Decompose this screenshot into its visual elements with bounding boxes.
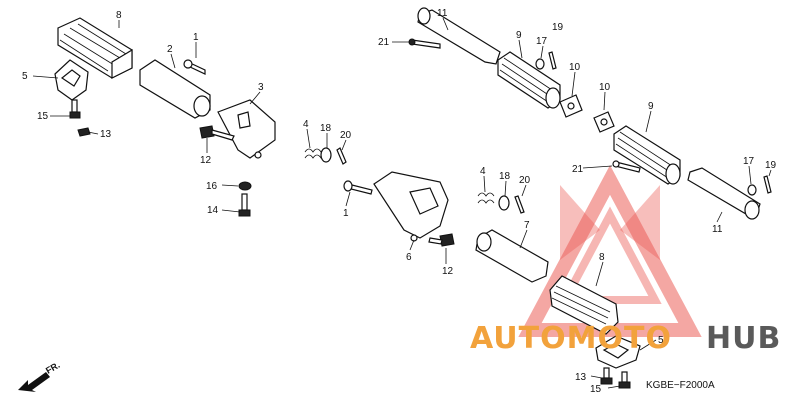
part-label-17-right: 17 (743, 156, 755, 167)
part-label-13-bottom: 13 (575, 372, 587, 383)
bolt-13-left (77, 127, 91, 137)
part-label-12-mid: 12 (442, 266, 454, 277)
clamp-5-left (54, 59, 89, 101)
cotter-pin-20-mid (514, 195, 525, 214)
part-label-12-left: 12 (200, 155, 212, 166)
part-label-15-left: 15 (37, 111, 49, 122)
bolt-15-left (69, 99, 81, 119)
clamp-5-bottom (595, 335, 641, 369)
part-label-21-top: 21 (378, 37, 390, 48)
part-label-18-left: 18 (320, 123, 332, 134)
spring-4-mid (477, 192, 495, 204)
footpeg-rubber-8-bottom (549, 275, 619, 335)
pin-1-top (183, 59, 206, 75)
bolt-13-bottom (600, 367, 613, 385)
front-direction-arrow-icon (18, 372, 50, 392)
footpeg-rubber-left (57, 17, 133, 79)
part-label-15-bottom: 15 (590, 384, 602, 395)
part-label-11-right: 11 (712, 224, 723, 235)
shaft-11-top (417, 7, 501, 65)
part-label-2: 2 (167, 44, 173, 55)
peg-shaft-7 (475, 229, 549, 283)
part-label-7: 7 (524, 220, 530, 231)
part-label-21-right: 21 (572, 164, 584, 175)
part-label-5-bottom: 5 (658, 335, 664, 346)
part-label-11-top: 11 (437, 8, 448, 19)
part-label-20-mid: 20 (519, 175, 531, 186)
plate-10-b (593, 111, 615, 133)
part-label-9-top: 9 (516, 30, 522, 41)
peg-shaft-2 (139, 59, 211, 119)
bolt-12-mid (428, 233, 455, 247)
part-label-19-right: 19 (765, 160, 777, 171)
part-label-19-top: 19 (552, 22, 564, 33)
part-label-17-top: 17 (536, 36, 548, 47)
cotter-pin-20-left (336, 147, 347, 165)
cotter-pin-19-right (763, 175, 772, 194)
part-label-20-left: 20 (340, 130, 352, 141)
front-direction-label: FR. (44, 360, 62, 376)
part-label-10-a: 10 (569, 62, 581, 73)
shaft-11-right (687, 167, 761, 220)
diagram-code: KGBE−F2000A (646, 380, 715, 391)
part-label-18-mid: 18 (499, 171, 511, 182)
washer-17-top (535, 58, 545, 70)
bracket-6 (373, 171, 449, 242)
washer-18-mid (498, 195, 510, 211)
part-label-8-top: 8 (116, 10, 122, 21)
part-label-14: 14 (207, 205, 219, 216)
footpeg-rubber-9-top (497, 51, 561, 109)
bracket-3 (217, 99, 276, 159)
leader-lines (32, 17, 772, 389)
pin-21-top (408, 38, 441, 49)
plate-10-a (559, 94, 583, 118)
cotter-pin-19-top (548, 51, 557, 70)
part-label-3: 3 (258, 82, 264, 93)
part-label-6: 6 (406, 252, 412, 263)
pin-1-mid (343, 180, 373, 195)
bolt-15-bottom (618, 371, 631, 389)
footpeg-rubber-9-right (613, 125, 681, 185)
part-label-8-bottom: 8 (599, 252, 605, 263)
part-label-4-left: 4 (303, 119, 309, 130)
part-label-5-left: 5 (22, 71, 28, 82)
nut-16 (238, 181, 252, 191)
pin-21-right (612, 160, 641, 173)
washer-17-right (747, 184, 757, 196)
part-label-1-mid: 1 (343, 208, 349, 219)
washer-18-left (320, 147, 332, 163)
bolt-14 (238, 193, 251, 217)
part-label-9-right: 9 (648, 101, 654, 112)
part-label-10-b: 10 (599, 82, 611, 93)
watermark-text-hub: HUB (706, 321, 781, 356)
part-label-4-mid: 4 (480, 166, 486, 177)
part-label-1-top: 1 (193, 32, 199, 43)
part-label-16: 16 (206, 181, 218, 192)
bolt-12-left (199, 125, 235, 141)
part-label-13-left: 13 (100, 129, 112, 140)
watermark-text-automoto: AUTOMOTO (470, 321, 672, 356)
